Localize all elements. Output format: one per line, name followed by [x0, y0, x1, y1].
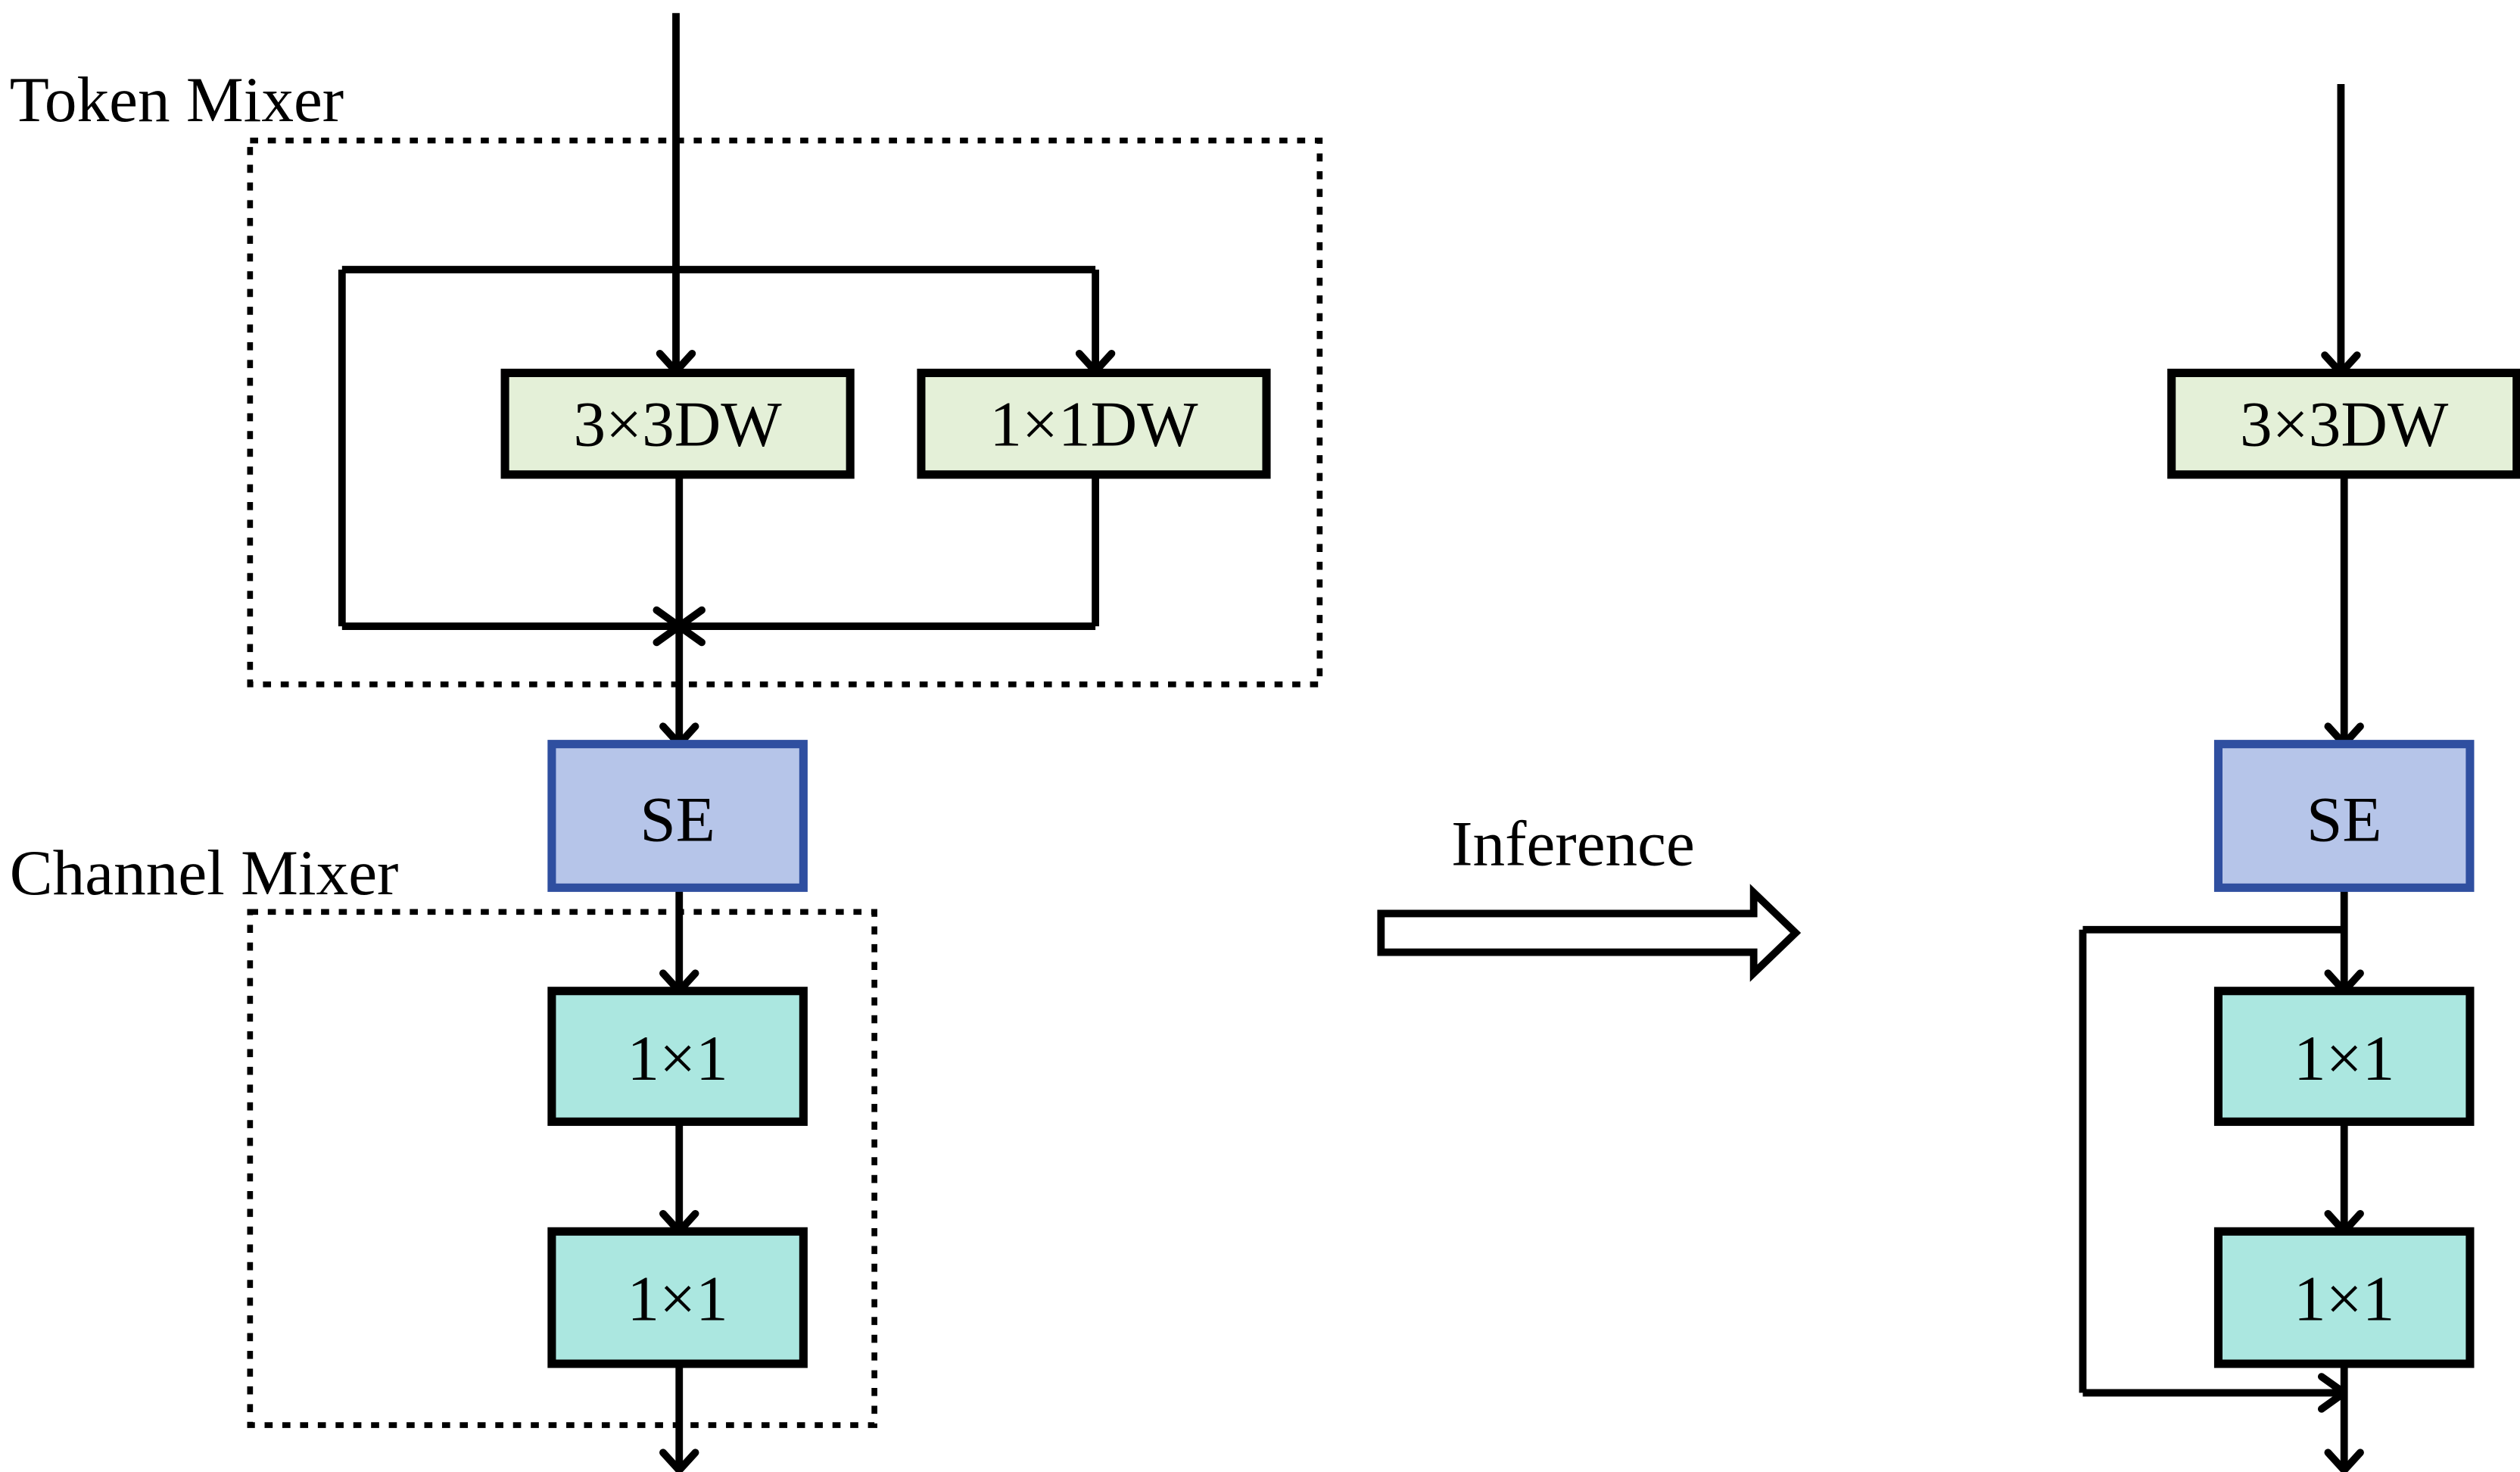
inference-3x3dw-box [2167, 368, 2520, 479]
training-pw1-block: 1×1 [547, 987, 808, 1126]
training-3x3dw-block: 3×3DW [500, 368, 855, 479]
training-3x3dw-box [500, 368, 855, 479]
inference-pw1-block: 1×1 [2213, 987, 2475, 1126]
inference-se-block: SE [2213, 740, 2475, 892]
training-se-label: SE [640, 784, 715, 856]
training-se-box [547, 740, 808, 892]
channel-mixer-label: Channel Mixer [10, 837, 399, 909]
training-3x3dw-label: 3×3DW [573, 388, 782, 460]
inference-pw2-box [2213, 1227, 2475, 1368]
hollow-right-arrow-icon [1377, 884, 1802, 982]
training-pw2-block: 1×1 [547, 1227, 808, 1368]
training-pw1-label: 1×1 [627, 1023, 727, 1094]
token-mixer-label: Token Mixer [10, 64, 344, 136]
training-1x1dw-box [917, 368, 1271, 479]
training-1x1dw-block: 1×1DW [917, 368, 1271, 479]
inference-se-label: SE [2307, 784, 2381, 856]
token-mixer-group [247, 137, 1323, 688]
inference-se-box [2213, 740, 2475, 892]
training-pw2-box [547, 1227, 808, 1368]
inference-label: Inference [1451, 808, 1695, 879]
inference-pw2-label: 1×1 [2294, 1264, 2394, 1335]
inference-pw1-box [2213, 987, 2475, 1126]
inference-3x3dw-block: 3×3DW [2167, 368, 2520, 479]
training-1x1dw-label: 1×1DW [989, 388, 1198, 460]
inference-3x3dw-label: 3×3DW [2240, 388, 2449, 460]
training-se-block: SE [547, 740, 808, 892]
inference-pw2-block: 1×1 [2213, 1227, 2475, 1368]
training-pw1-box [547, 987, 808, 1126]
inference-pw1-label: 1×1 [2294, 1023, 2394, 1094]
training-pw2-label: 1×1 [627, 1264, 727, 1335]
